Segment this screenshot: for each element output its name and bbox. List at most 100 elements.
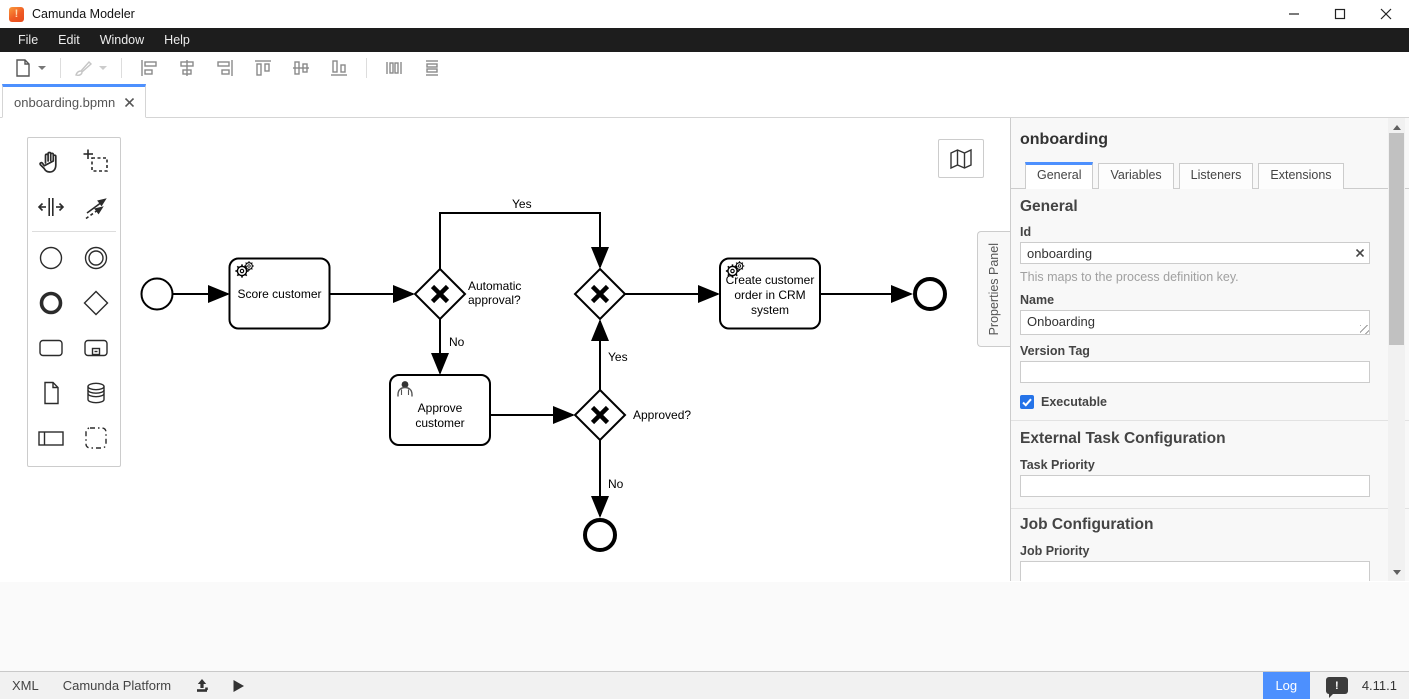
bpmn-canvas[interactable]: Score customer Automatic approval? [0,118,1010,581]
menu-edit[interactable]: Edit [58,33,80,47]
user-task-person-icon [397,381,413,397]
align-middle-button[interactable] [287,55,315,81]
align-left-button[interactable] [135,55,163,81]
palette-hand-tool[interactable] [28,139,73,184]
version-tag-input[interactable] [1020,361,1370,383]
name-label: Name [1020,293,1055,307]
resize-handle-icon[interactable] [1360,325,1369,334]
set-color-caret-icon[interactable] [99,66,107,70]
properties-scrollbar[interactable] [1388,118,1405,581]
sequence-flows[interactable] [173,212,913,518]
bpmn-gateway-approved[interactable]: Approved? [573,388,691,442]
distribute-vertical-button[interactable] [418,55,446,81]
palette-create-end-event[interactable] [28,280,73,325]
palette-create-subprocess[interactable] [73,325,118,370]
color-brush-icon [75,60,93,76]
bpmn-end-event-done[interactable] [913,277,947,311]
name-input[interactable]: Onboarding [1020,310,1370,335]
bpmn-start-event[interactable] [140,277,174,311]
bpmn-task-approve-customer[interactable]: Approve customer [389,374,491,446]
align-center-button[interactable] [173,55,201,81]
status-bar: XML Camunda Platform Log ! 4.11.1 [0,671,1409,699]
palette-create-intermediate-event[interactable] [73,235,118,280]
engine-selector-button[interactable]: Camunda Platform [62,678,172,693]
task-label-line3: system [751,303,789,317]
gateway-icon [83,290,108,315]
align-top-button[interactable] [249,55,277,81]
task-priority-input[interactable] [1020,475,1370,497]
xor-marker-icon [430,284,450,304]
flow-label-no-left[interactable]: No [449,335,465,349]
id-help-text: This maps to the process definition key. [1020,270,1239,284]
log-toggle-button[interactable]: Log [1262,672,1310,699]
minimize-button[interactable] [1271,0,1317,28]
notifications-icon[interactable]: ! [1325,677,1348,698]
hand-tool-icon [38,151,57,173]
menu-help[interactable]: Help [164,33,190,47]
properties-panel-toggle[interactable]: Properties Panel [977,231,1010,347]
palette-create-data-object[interactable] [28,370,73,415]
deploy-button[interactable] [183,672,221,699]
map-icon [950,148,972,169]
close-button[interactable] [1363,0,1409,28]
align-middle-icon [293,61,309,75]
window-title: Camunda Modeler [32,7,135,21]
tab-general[interactable]: General [1025,162,1094,189]
set-color-button[interactable] [69,55,97,81]
palette-create-gateway[interactable] [73,280,118,325]
id-input[interactable] [1020,242,1370,264]
distribute-horizontal-button[interactable] [380,55,408,81]
start-instance-button[interactable] [221,672,256,699]
xml-view-button[interactable]: XML [12,678,39,693]
palette-create-start-event[interactable] [28,235,73,280]
scrollbar-thumb[interactable] [1389,133,1404,345]
task-label-line2: order in CRM [734,288,805,302]
bpmn-task-create-crm-order[interactable]: Create customer order in CRM system [719,257,821,330]
palette-space-tool[interactable] [28,184,73,229]
bpmn-end-event-rejected[interactable] [583,518,617,552]
align-right-button[interactable] [211,55,239,81]
minimap-toggle-button[interactable] [938,139,984,178]
subprocess-icon [83,339,108,356]
bpmn-task-score-customer[interactable]: Score customer [228,257,331,330]
intermediate-event-icon [84,246,107,269]
align-bottom-button[interactable] [325,55,353,81]
properties-panel-toggle-label: Properties Panel [987,242,1001,336]
clear-id-icon[interactable] [1353,246,1367,260]
app-version: 4.11.1 [1361,678,1397,693]
palette-create-participant[interactable] [28,415,73,460]
flow-label-no-bottom[interactable]: No [608,477,624,491]
scroll-down-icon[interactable] [1388,565,1405,579]
menu-bar: File Edit Window Help [0,28,1409,52]
menu-window[interactable]: Window [99,33,145,47]
palette-lasso-tool[interactable] [73,139,118,184]
flow-label-yes-mid[interactable]: Yes [608,350,628,364]
menu-file[interactable]: File [18,33,39,47]
toolbar [0,52,1409,84]
new-file-caret-icon[interactable] [38,66,46,70]
tab-extensions[interactable]: Extensions [1258,163,1344,189]
tab-variables[interactable]: Variables [1098,163,1174,189]
palette-create-data-store[interactable] [73,370,118,415]
maximize-button[interactable] [1317,0,1363,28]
task-label-line1: Create customer [726,273,815,287]
start-event-icon [39,246,62,269]
executable-checkbox[interactable] [1020,395,1034,409]
bpmn-gateway-merge[interactable] [573,267,627,321]
general-section-heading: General [1020,198,1078,215]
palette-create-group[interactable] [73,415,118,460]
scroll-up-icon[interactable] [1388,120,1405,134]
flow-label-yes-top[interactable]: Yes [512,197,532,211]
tab-close-icon[interactable] [125,95,135,110]
toolbar-separator [60,58,61,78]
bpmn-gateway-automatic-approval[interactable]: Automatic approval? [413,267,521,321]
tab-listeners[interactable]: Listeners [1178,163,1254,189]
palette-global-connect-tool[interactable] [73,184,118,229]
task-icon [38,339,63,356]
palette-create-task[interactable] [28,325,73,370]
tab-onboarding-bpmn[interactable]: onboarding.bpmn [2,84,147,118]
new-file-button[interactable] [10,55,36,81]
id-label: Id [1020,225,1032,239]
job-priority-input[interactable] [1020,561,1370,581]
